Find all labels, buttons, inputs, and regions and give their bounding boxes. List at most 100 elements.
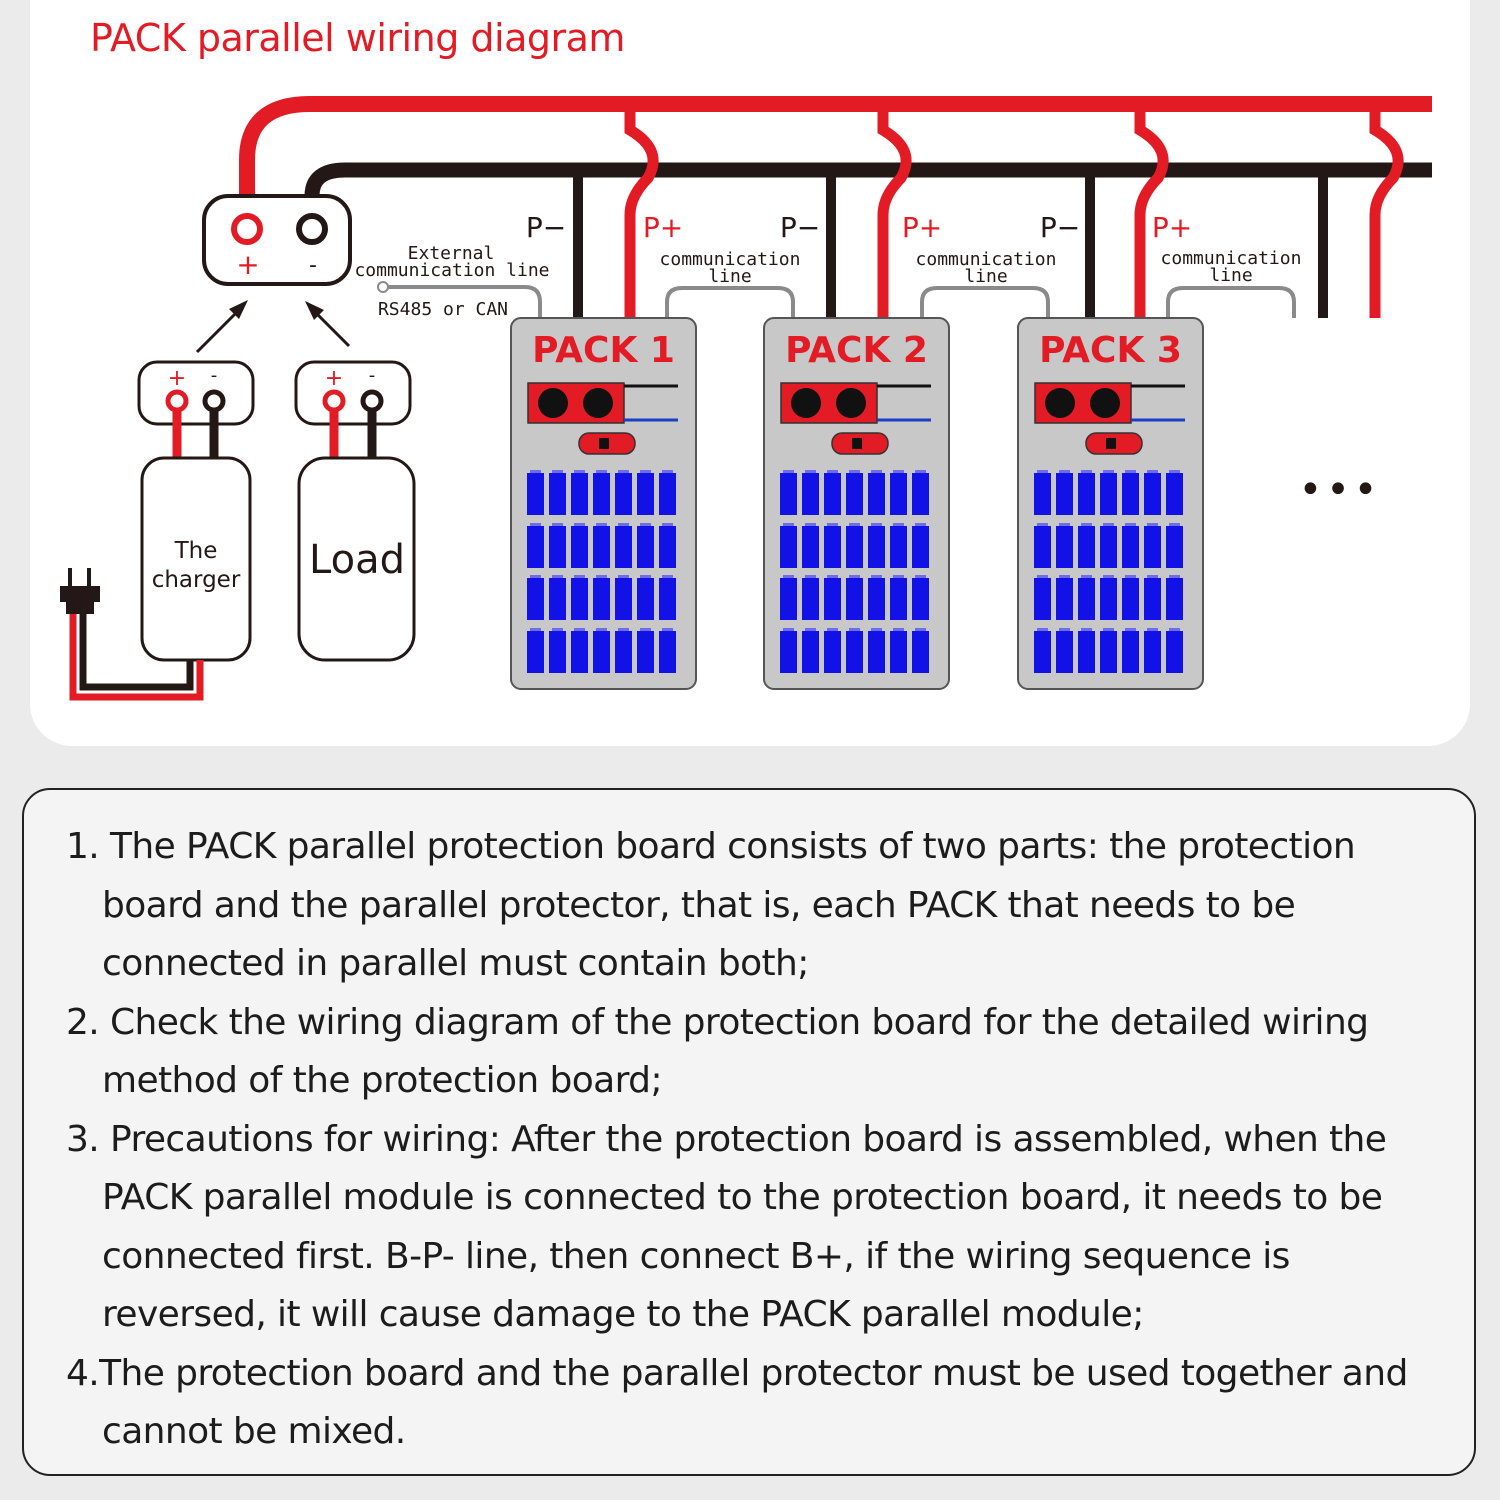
pack-2-cell	[868, 473, 885, 515]
bus-plus-symbol: +	[236, 248, 259, 281]
pack-3-cell-cap	[1169, 523, 1180, 526]
note-item-1: 1. The PACK parallel protection board co…	[66, 826, 1356, 984]
pack-2-comm-label-1: communication	[916, 249, 1057, 270]
pack-3-cell-cap	[1081, 575, 1092, 578]
pack-2-cell-cap	[915, 523, 926, 526]
note-item-4: 4.The protection board and the parallel …	[66, 1352, 1408, 1453]
pack-2-cell-cap	[805, 470, 816, 473]
pack-2-fan-icon-2	[836, 388, 866, 418]
load-terminal-box	[294, 360, 412, 426]
charger-plus-terminal	[165, 389, 189, 413]
load-arrow	[305, 301, 351, 348]
more-packs-ellipsis: •••	[1299, 467, 1382, 513]
charger-label-2: charger	[152, 567, 241, 593]
pack-1-cell-cap	[640, 575, 651, 578]
plug-icon	[60, 568, 100, 614]
pack-3-cell-cap	[1081, 628, 1092, 631]
pack-2-cell-cap	[915, 470, 926, 473]
pack-2-cell-cap	[805, 575, 816, 578]
pack-1-cell-cap	[618, 470, 629, 473]
pack-1-p-minus-label: P−	[526, 211, 566, 244]
pack-1-cell-cap	[574, 470, 585, 473]
load-minus-symbol: -	[369, 365, 376, 386]
pack-3-cell	[1144, 526, 1161, 568]
pack-1-cell-cap	[640, 470, 651, 473]
pack-2: PACK 2	[763, 317, 950, 690]
pack-2-cell-cap	[849, 470, 860, 473]
pack-2-name: PACK 2	[785, 330, 928, 371]
pack-3-cell	[1056, 578, 1073, 620]
pack-3-comm-label-1: communication	[1161, 248, 1302, 269]
pack-3-cell-cap	[1169, 575, 1180, 578]
pack-2-cell-cap	[893, 628, 904, 631]
pack-3-cell	[1122, 526, 1139, 568]
charger-power-cord-red	[69, 612, 204, 701]
wiring-diagram: + - External communication line RS485 or…	[60, 96, 1432, 701]
pack-1-cell	[659, 473, 676, 515]
pack-3-cell	[1100, 473, 1117, 515]
pack-1-cell	[549, 578, 566, 620]
pack-1-cell-cap	[552, 575, 563, 578]
pack-3-cell	[1166, 631, 1183, 673]
pack-2-cell	[890, 578, 907, 620]
diagram-card	[30, 0, 1470, 746]
pack-2-p-minus-label: P−	[780, 211, 820, 244]
pack-2-cell	[912, 631, 929, 673]
pack-2-cell-cap	[827, 628, 838, 631]
charger-power-cord-black	[79, 612, 194, 691]
pack-1-cell-cap	[662, 575, 673, 578]
pack-1-cell-cap	[574, 523, 585, 526]
pack-1-cell	[615, 473, 632, 515]
pack-3-cell-cap	[1081, 523, 1092, 526]
pack-1-cell-cap	[618, 628, 629, 631]
pack-1-cell-cap	[640, 523, 651, 526]
pack-1-cell-cap	[530, 575, 541, 578]
pack-1-cell	[637, 526, 654, 568]
pack-3-cell	[1078, 473, 1095, 515]
notes-list: 1. The PACK parallel protection board co…	[66, 818, 1446, 1462]
pack-3-cell	[1034, 631, 1051, 673]
pack-2-cell	[780, 526, 797, 568]
load-plus-terminal	[322, 389, 346, 413]
pack-2-cell-cap	[893, 523, 904, 526]
pack-3-cell-cap	[1037, 523, 1048, 526]
pack-3-cell	[1078, 578, 1095, 620]
bus-plus-terminal	[231, 213, 263, 245]
pack-1-cell-cap	[596, 628, 607, 631]
pack-1-cell	[637, 631, 654, 673]
pack-2-labels: P− P+ communication line	[780, 211, 1057, 287]
pack-2-protector-port	[852, 438, 862, 449]
p-plus-drop-1	[624, 104, 659, 318]
external-comm-wire	[383, 285, 542, 318]
pack-3-cell-cap	[1103, 470, 1114, 473]
pack-2-cell	[802, 526, 819, 568]
pack-1-cell	[571, 526, 588, 568]
pack-1-cell-cap	[596, 575, 607, 578]
pack-1-cell-cap	[596, 470, 607, 473]
pack-1-cell	[527, 473, 544, 515]
load-label: Load	[309, 537, 405, 583]
negative-bus	[304, 162, 1432, 222]
pack-2-cell-cap	[849, 523, 860, 526]
charger-arrow	[195, 300, 248, 354]
pack-2-cell	[780, 631, 797, 673]
pack-1: PACK 1	[510, 317, 697, 690]
pack-2-cell	[846, 578, 863, 620]
pack-3-cell-cap	[1169, 470, 1180, 473]
pack-2-cell-cap	[849, 628, 860, 631]
pack-3-protector-port	[1106, 438, 1116, 449]
pack-3-cell	[1100, 526, 1117, 568]
pack-3: PACK 3	[1017, 317, 1204, 690]
pack-3-cell-cap	[1059, 470, 1070, 473]
pack-1-cell	[571, 631, 588, 673]
pack-2-cell-cap	[783, 470, 794, 473]
pack-2-cell	[890, 631, 907, 673]
comm-wire-3	[1166, 286, 1296, 318]
pack-1-cell-cap	[618, 523, 629, 526]
pack-2-cell-cap	[893, 470, 904, 473]
pack-3-cell-cap	[1037, 575, 1048, 578]
pack-1-cell	[571, 578, 588, 620]
pack-3-cell-cap	[1059, 523, 1070, 526]
pack-3-cell-cap	[1059, 628, 1070, 631]
load: + - Load	[294, 360, 416, 662]
